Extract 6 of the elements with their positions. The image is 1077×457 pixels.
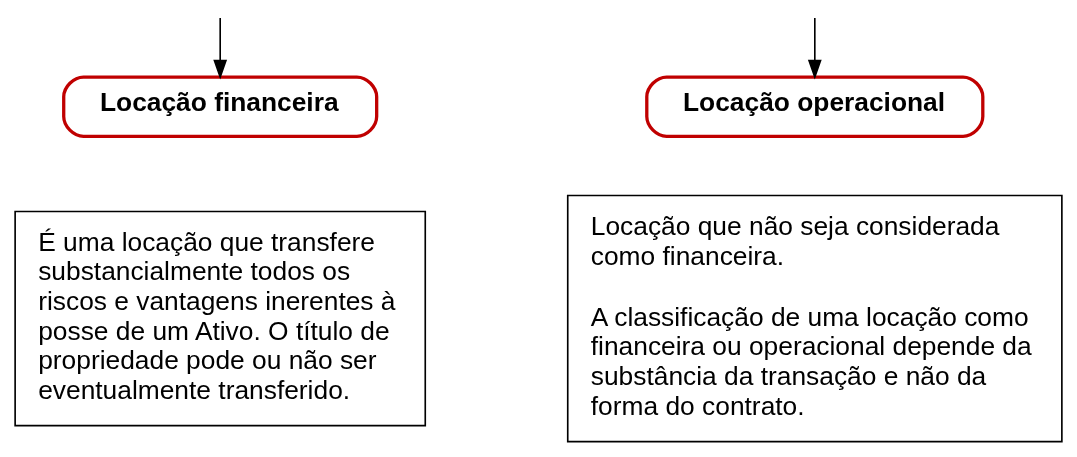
node-box: É uma locação que transfere substancialmente todos os riscos e vantagens inerentes à posse de um Ativo. O título de propriedade pode ou não ser eventualmente transferido. <box>14 210 427 426</box>
node-box: Locação que não seja considerada como financeira. A classificação de uma locação como financeira ou operacional depende da substância da transação e não da forma do contrato. <box>566 194 1063 442</box>
node-box: Locação operacional <box>645 74 985 138</box>
arrow <box>807 16 822 80</box>
arrow <box>213 16 228 80</box>
node-box: Locação financeira <box>62 74 379 138</box>
